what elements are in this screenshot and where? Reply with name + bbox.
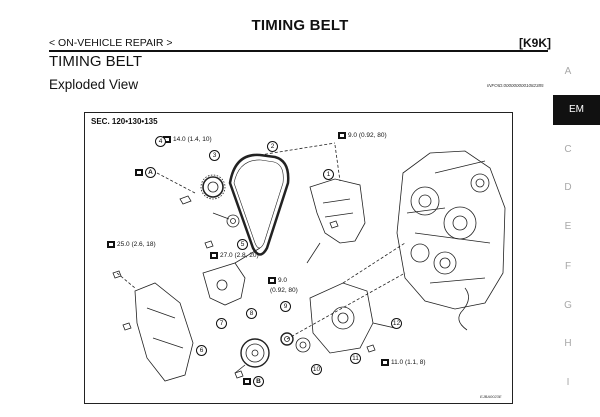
part-number-10: 10	[311, 364, 322, 375]
figure-code: EJBA0023E	[480, 394, 502, 399]
part-number-5: 5	[237, 239, 248, 250]
torque-icon	[381, 359, 389, 366]
torque-icon	[268, 277, 276, 284]
side-tab-h[interactable]: H	[564, 338, 572, 349]
torque-callout-5: 9.0	[268, 277, 287, 284]
part-number-12: 12	[391, 318, 402, 329]
info-id: INFOID:0000000001082385	[487, 83, 544, 88]
torque-icon	[243, 378, 251, 385]
section-title: TIMING BELT	[49, 53, 143, 70]
section-reference-label: SEC. 120•130•135	[91, 117, 158, 126]
torque-icon	[135, 169, 143, 176]
subsection-title: Exploded View	[49, 77, 139, 92]
torque-icon	[338, 132, 346, 139]
page-title: TIMING BELT	[251, 17, 349, 34]
section-code: [K9K]	[519, 36, 551, 50]
part-number-3: 3	[209, 150, 220, 161]
side-tab-g[interactable]: G	[564, 300, 572, 311]
part-number-11: 11	[350, 353, 361, 364]
exploded-view-drawing	[112, 142, 506, 382]
part-number-2: 2	[267, 141, 278, 152]
torque-callout-1: 14.0 (1.4, 10)	[163, 136, 212, 143]
torque-callout-6: 11.0 (1.1, 8)	[381, 359, 426, 366]
part-number-4: 4	[155, 136, 166, 147]
part-number-6: 6	[196, 345, 207, 356]
exploded-view-figure: SEC. 120•130•135 EJBA0023E 14.0 (1.4, 10…	[84, 112, 513, 404]
part-number-8: 8	[246, 308, 257, 319]
side-tab-a[interactable]: A	[564, 66, 572, 77]
torque-callout-5-imperial: (0.92, 80)	[270, 287, 298, 294]
side-tab-f[interactable]: F	[564, 261, 572, 272]
torque-icon	[163, 136, 171, 143]
part-number-7: 7	[216, 318, 227, 329]
reference-a-callout: A	[135, 167, 156, 178]
torque-callout-3: 25.0 (2.6, 18)	[107, 241, 156, 248]
torque-icon	[107, 241, 115, 248]
side-tab-em[interactable]: EM	[553, 95, 600, 125]
side-tab-c[interactable]: C	[564, 144, 572, 155]
header-rule	[49, 50, 548, 52]
reference-a-marker: A	[145, 167, 156, 178]
side-tab-d[interactable]: D	[564, 182, 572, 193]
part-number-9: 9	[280, 301, 291, 312]
torque-icon	[210, 252, 218, 259]
torque-callout-4: 27.0 (2.8, 20)	[210, 252, 259, 259]
reference-b-callout: B	[243, 376, 264, 387]
part-number-1: 1	[323, 169, 334, 180]
side-tab-i[interactable]: I	[566, 377, 570, 388]
reference-b-marker: B	[253, 376, 264, 387]
torque-callout-2: 9.0 (0.92, 80)	[338, 132, 387, 139]
breadcrumb[interactable]: < ON-VEHICLE REPAIR >	[49, 37, 173, 49]
side-tab-e[interactable]: E	[564, 221, 572, 232]
